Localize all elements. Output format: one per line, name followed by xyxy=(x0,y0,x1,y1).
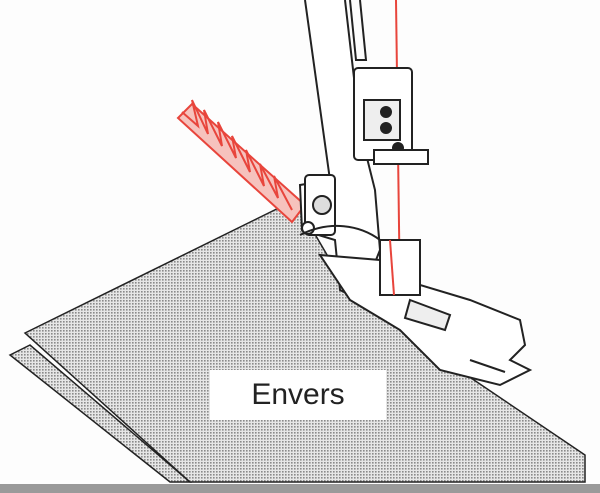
bottom-strip xyxy=(0,484,600,493)
presser-foot xyxy=(298,0,533,387)
red-cord xyxy=(176,99,307,224)
envers-label: Envers xyxy=(210,370,386,420)
